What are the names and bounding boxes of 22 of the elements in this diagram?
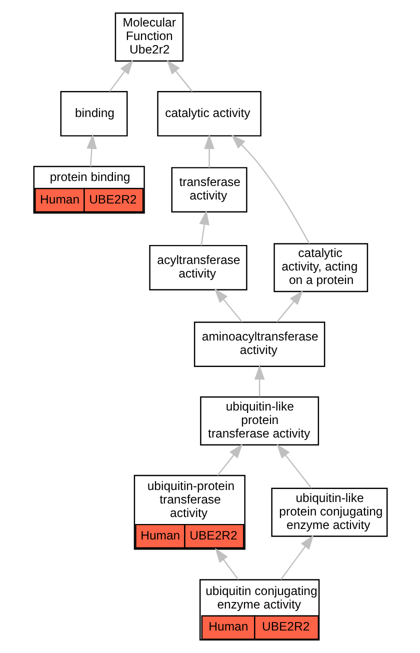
arrow <box>230 134 310 244</box>
arrow <box>198 210 209 246</box>
node-box: Molecular Function Ube2r2 <box>114 12 184 62</box>
node-box: catalytic activity <box>156 91 261 136</box>
arrow <box>216 444 242 476</box>
arrow <box>166 60 192 92</box>
node-box: binding <box>60 91 128 136</box>
node-box: aminoacyltransferase activity <box>193 322 325 367</box>
arrow <box>280 534 314 580</box>
arrow <box>276 444 312 489</box>
arrow <box>108 60 133 92</box>
node-box: catalytic activity, acting on a protein <box>273 243 368 292</box>
arrow <box>204 134 214 168</box>
node-box: ubiquitin-like protein transferase activity <box>200 396 319 446</box>
arrow <box>86 134 96 166</box>
arrow <box>254 364 264 397</box>
node-box: transferase activity <box>170 167 247 212</box>
node-box: acyltransferase activity <box>148 244 247 290</box>
node-box: ubiquitin-like protein conjugating enzyme activity <box>270 488 388 537</box>
arrow <box>276 290 303 322</box>
arrow <box>214 288 242 322</box>
arrow <box>214 548 238 580</box>
